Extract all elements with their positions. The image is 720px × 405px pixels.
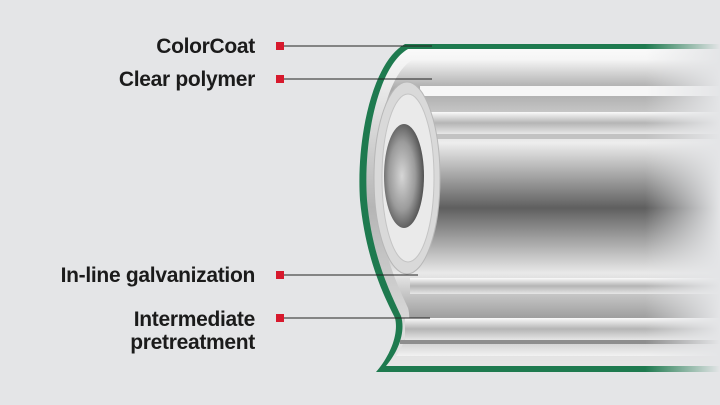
label-pretreatment-line1: Intermediate — [133, 308, 256, 331]
marker-colorcoat — [276, 42, 284, 50]
label-colorcoat: ColorCoat — [156, 35, 255, 58]
marker-pretreatment — [276, 314, 284, 322]
marker-galvanization — [276, 271, 284, 279]
label-clear-polymer: Clear polymer — [118, 68, 255, 91]
fade-overlay — [380, 40, 720, 380]
label-pretreatment-line2: pretreatment — [130, 331, 255, 354]
label-galvanization: In-line galvanization — [60, 264, 256, 287]
label-pretreatment: Intermediate pretreatment — [130, 308, 255, 354]
marker-clear-polymer — [276, 75, 284, 83]
